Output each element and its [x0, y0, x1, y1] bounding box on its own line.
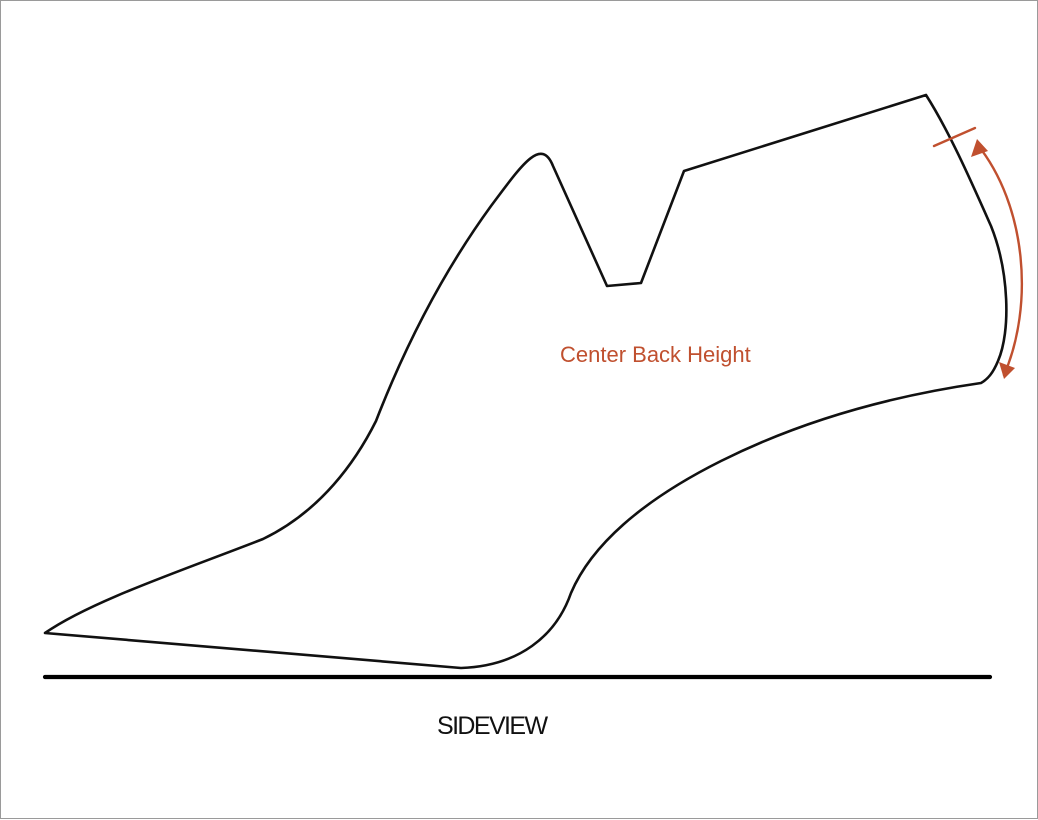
measurement-tick: [932, 126, 977, 148]
shoe-outline: [43, 93, 1008, 670]
center-back-height-label: Center Back Height: [560, 342, 751, 367]
arrowhead-bottom: [999, 362, 1015, 379]
sideview-caption: SIDEVIEW: [437, 712, 548, 740]
arrowhead-top: [971, 139, 988, 157]
center-back-height-arrow: [975, 142, 1024, 377]
